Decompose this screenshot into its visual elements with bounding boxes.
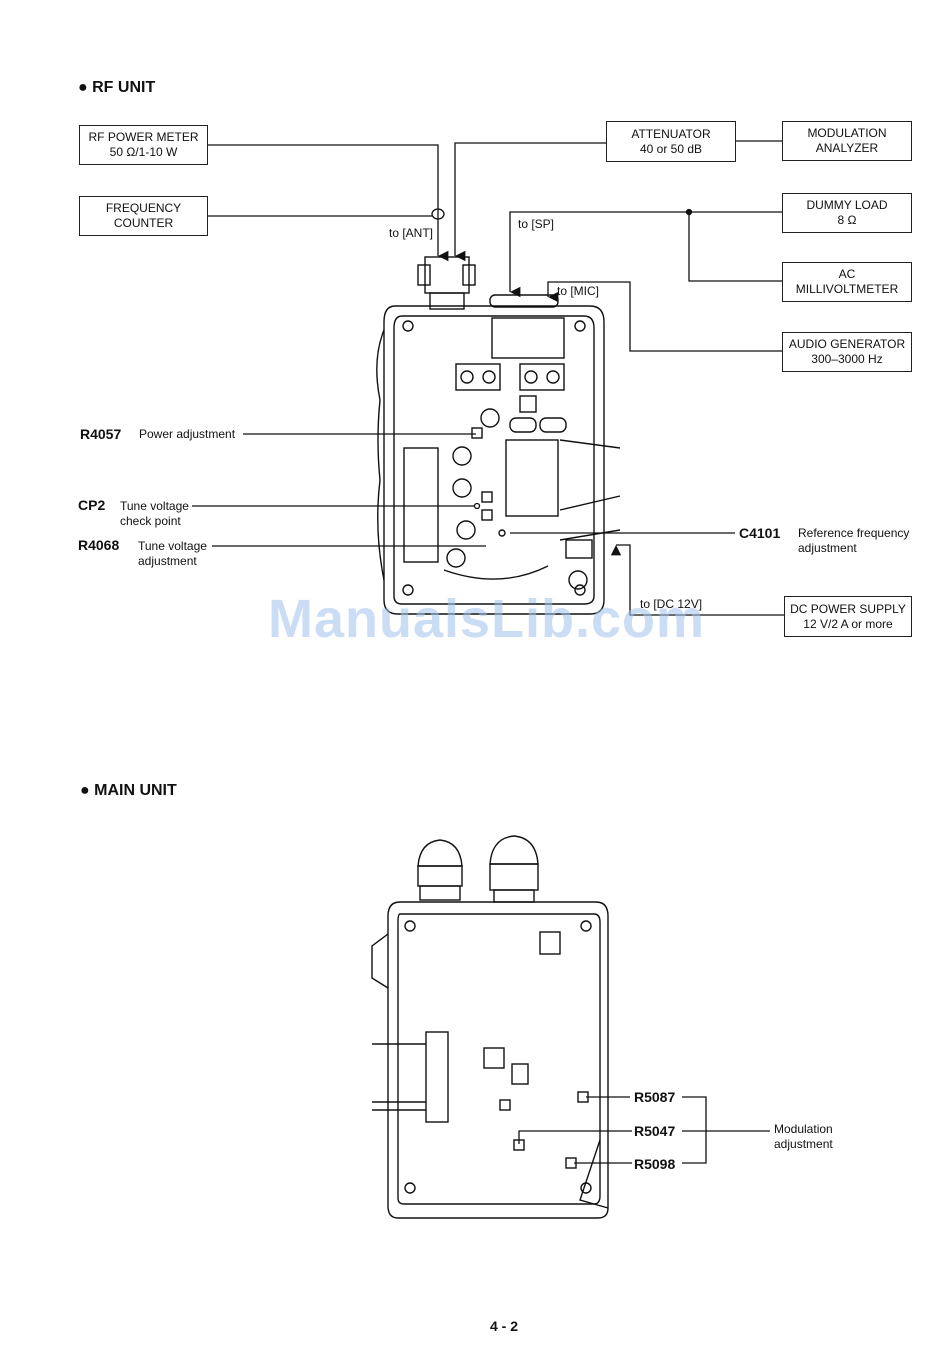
rf-power-meter-box: RF POWER METER 50 Ω/1-10 W (79, 125, 208, 165)
r4057-ref: R4057 (80, 426, 122, 442)
wire-dc-power (610, 544, 784, 616)
frequency-counter-line1: FREQUENCY (105, 201, 182, 215)
pickup-coil (431, 208, 445, 220)
wire-audio-generator (547, 281, 782, 352)
modulation-analyzer-line2: ANALYZER (815, 141, 879, 155)
leader-r5047 (518, 1130, 632, 1144)
wire-attenuator (454, 142, 606, 262)
dummy-load-line2: 8 Ω (837, 213, 857, 227)
ant-connector-label: to [ANT] (389, 226, 434, 240)
c4101-desc-1: Reference frequency (798, 526, 910, 540)
rf-power-meter-line1: RF POWER METER (88, 130, 199, 144)
cp2-point (473, 502, 481, 510)
main-unit-radio (371, 835, 609, 1219)
audio-generator-line1: AUDIO GENERATOR (788, 337, 906, 351)
modulation-analyzer-box: MODULATION ANALYZER (782, 121, 912, 161)
c4101-desc-2: adjustment (798, 541, 857, 555)
attenuator-line2: 40 or 50 dB (639, 141, 703, 156)
audio-generator-box: AUDIO GENERATOR 300–3000 Hz (782, 332, 912, 372)
ac-millivoltmeter-line2: MILLIVOLTMETER (795, 282, 899, 296)
dc-power-supply-box: DC POWER SUPPLY 12 V/2 A or more (784, 596, 912, 637)
page-number: 4 - 2 (490, 1318, 519, 1334)
dummy-load-box: DUMMY LOAD 8 Ω (782, 193, 912, 233)
attenuator-box: ATTENUATOR 40 or 50 dB (606, 121, 736, 162)
dc-power-supply-line2: 12 V/2 A or more (803, 616, 893, 631)
r5087-ref: R5087 (634, 1089, 676, 1105)
r5098-ref: R5098 (634, 1156, 676, 1172)
dummy-load-line1: DUMMY LOAD (806, 198, 888, 212)
dc-connector-label: to [DC 12V] (640, 597, 703, 611)
rf-unit-title: ● RF UNIT (78, 79, 156, 96)
wire-ac-millivoltmeter (688, 212, 782, 282)
audio-generator-line2: 300–3000 Hz (811, 352, 883, 366)
frequency-counter-box: FREQUENCY COUNTER (79, 196, 208, 236)
frequency-counter-line2: COUNTER (113, 216, 174, 230)
r5047-ref: R5047 (634, 1123, 676, 1139)
modulation-desc-1: Modulation (774, 1122, 833, 1136)
rf-unit-radio (376, 256, 621, 615)
r4057-desc: Power adjustment (139, 427, 236, 441)
attenuator-line1: ATTENUATOR (631, 126, 711, 141)
watermark: ManualsLib.com (268, 589, 706, 649)
bracket-modulation (682, 1096, 707, 1164)
modulation-desc-2: adjustment (774, 1137, 833, 1151)
rf-power-meter-line2: 50 Ω/1-10 W (109, 145, 178, 159)
ac-millivoltmeter-box: AC MILLIVOLTMETER (782, 262, 912, 302)
cp2-desc-2: check point (120, 514, 181, 528)
dc-power-supply-line1: DC POWER SUPPLY (790, 601, 906, 616)
r4068-desc-2: adjustment (138, 554, 197, 568)
sp-connector-label: to [SP] (518, 217, 555, 231)
r4068-ref: R4068 (78, 537, 120, 553)
modulation-analyzer-line1: MODULATION (807, 126, 887, 140)
cp2-ref: CP2 (78, 497, 106, 513)
ac-millivoltmeter-line1: AC (838, 267, 856, 281)
r4068-desc-1: Tune voltage (138, 539, 207, 553)
main-unit-title: ● MAIN UNIT (80, 782, 177, 799)
c4101-ref: C4101 (739, 525, 781, 541)
cp2-desc-1: Tune voltage (120, 499, 189, 513)
mic-connector-label: to [MIC] (557, 284, 600, 298)
